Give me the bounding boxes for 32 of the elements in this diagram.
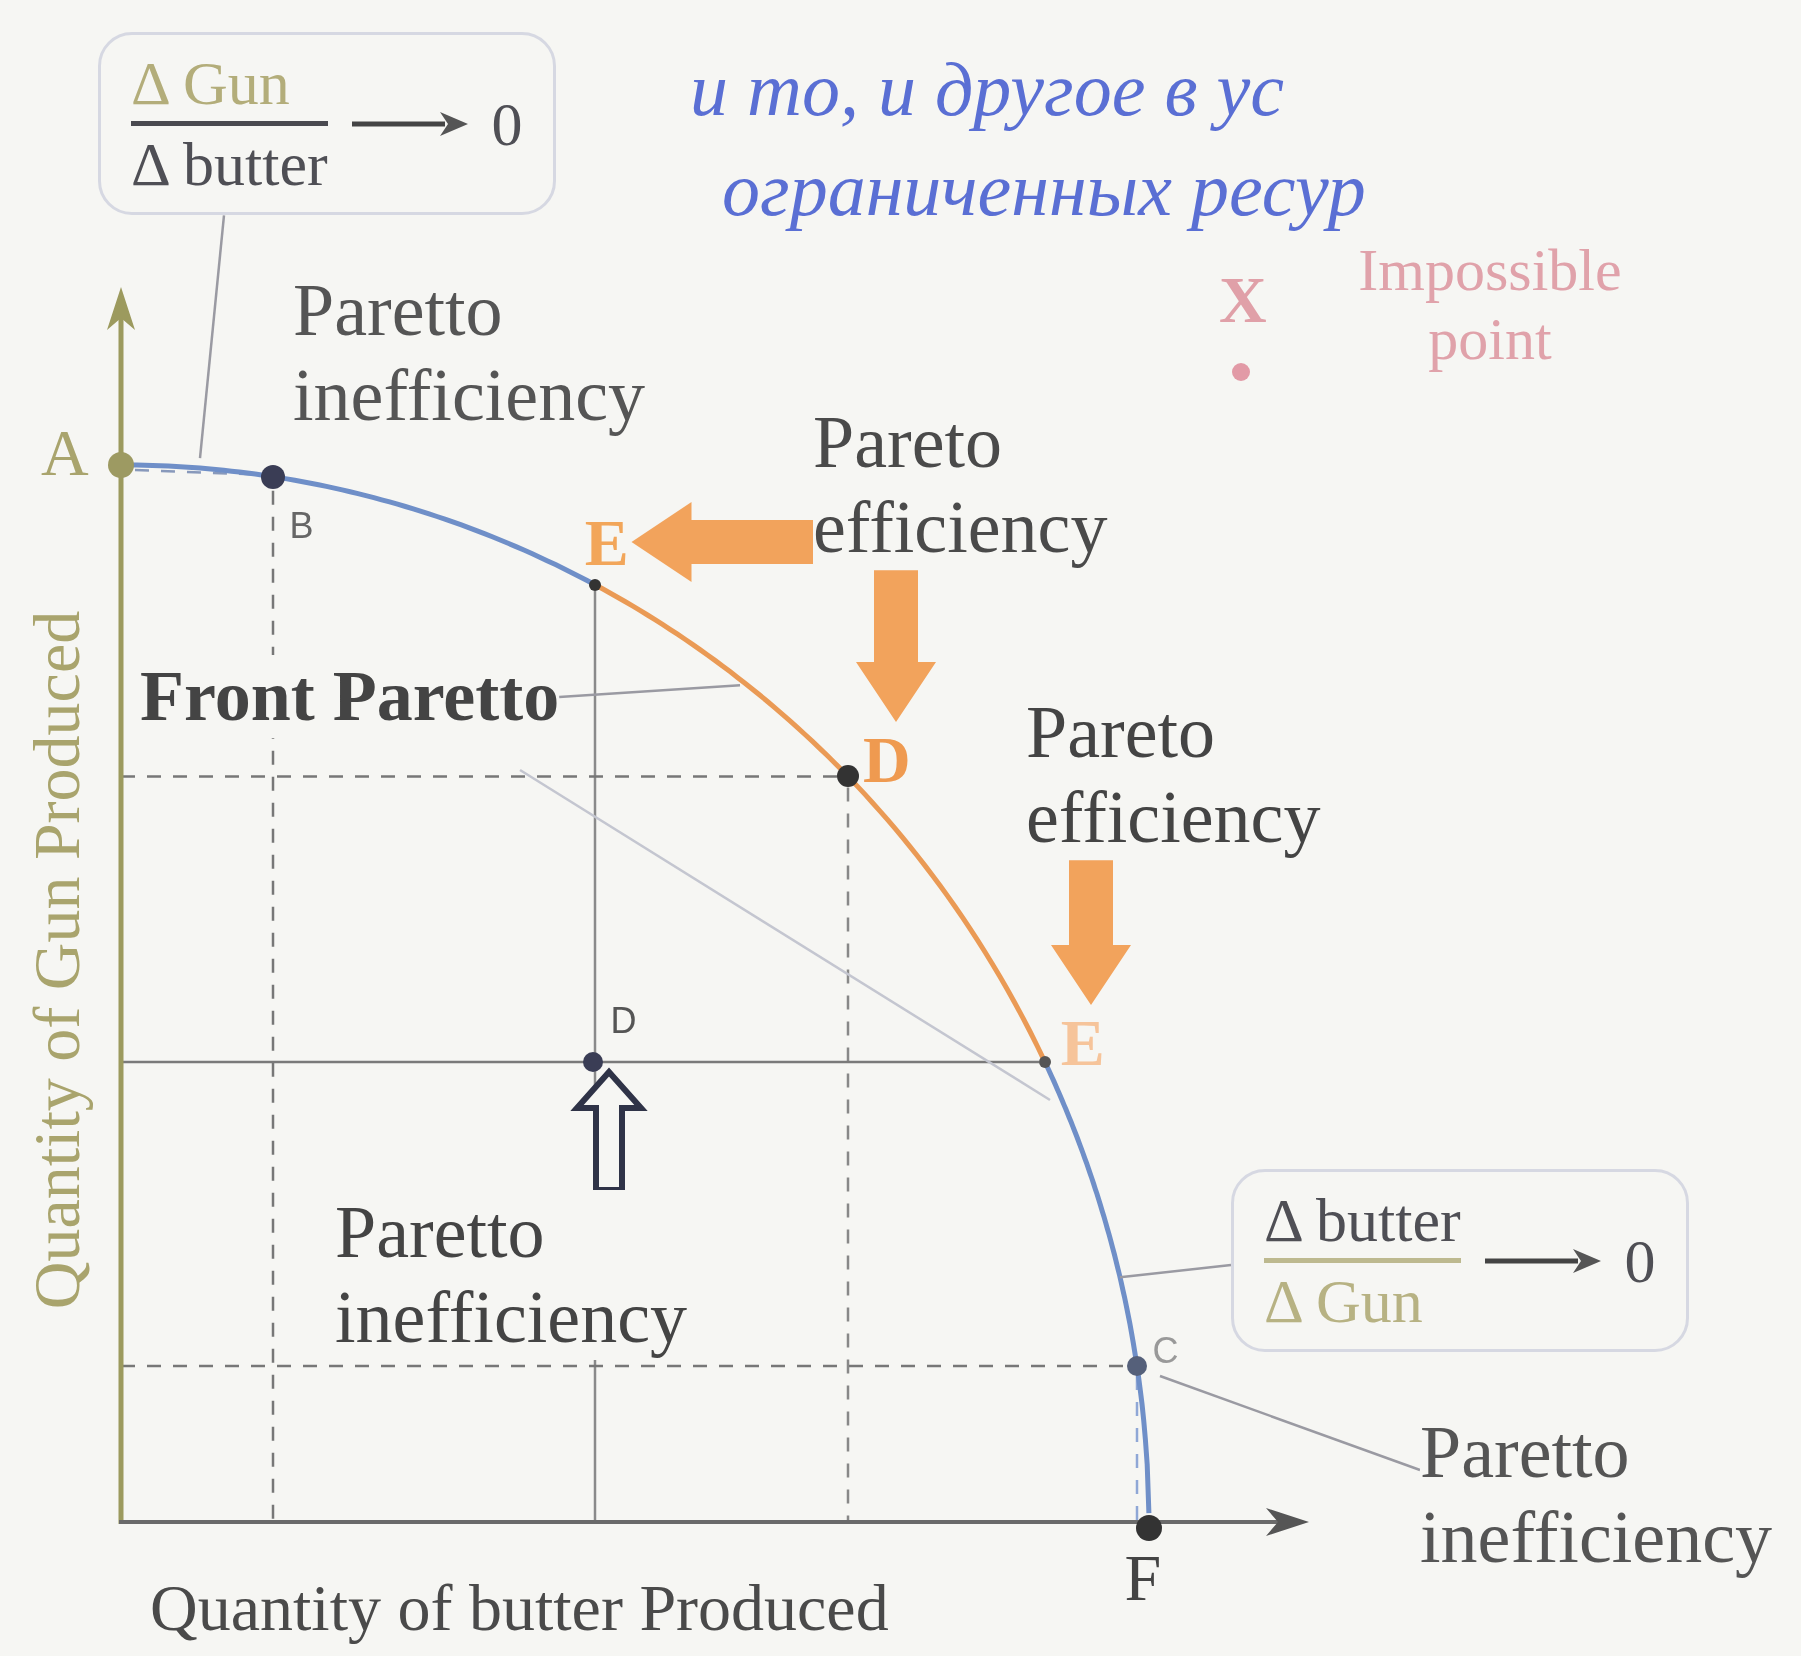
leader-line	[559, 684, 741, 699]
handwritten-note: ограниченных ресур	[722, 148, 1366, 232]
block-arrow	[570, 1067, 648, 1193]
axis-title: Quantity of butter Produced	[150, 1572, 889, 1645]
point-label: E	[583, 505, 630, 581]
leader-line	[1119, 1263, 1232, 1279]
fraction-denominator: Δ Gun	[1264, 1267, 1423, 1336]
point-label: B	[288, 505, 315, 547]
annotation-text: Front Paretto	[140, 655, 560, 738]
point-label: D	[862, 722, 912, 798]
handwritten-note: и то, и другое в ус	[690, 48, 1284, 132]
block-arrow	[1051, 860, 1131, 1005]
fraction-numerator: Δ butter	[1264, 1186, 1461, 1255]
point-label: C	[1152, 1330, 1179, 1372]
formula-box	[1231, 1169, 1689, 1353]
fraction-denominator: Δ butter	[131, 130, 328, 199]
block-arrow	[856, 570, 936, 722]
limit-value: 0	[1624, 1226, 1656, 1295]
leader-line	[198, 215, 226, 459]
formula-box	[98, 32, 556, 216]
point-label: Impossible point	[1357, 236, 1623, 374]
point-label: F	[1123, 1540, 1163, 1616]
point-label: E	[1059, 1005, 1106, 1081]
block-arrow	[631, 502, 813, 582]
point-label: D	[610, 1000, 637, 1042]
annotation-text: Paretto inefficiency	[335, 1190, 687, 1361]
axis-title: Quantity of Gun Produced	[20, 610, 94, 1310]
limit-value: 0	[491, 89, 523, 158]
leader-line	[1159, 1374, 1421, 1472]
point-label: A	[40, 415, 90, 491]
point-label: X	[1218, 262, 1268, 338]
fraction-numerator: Δ Gun	[131, 49, 290, 118]
